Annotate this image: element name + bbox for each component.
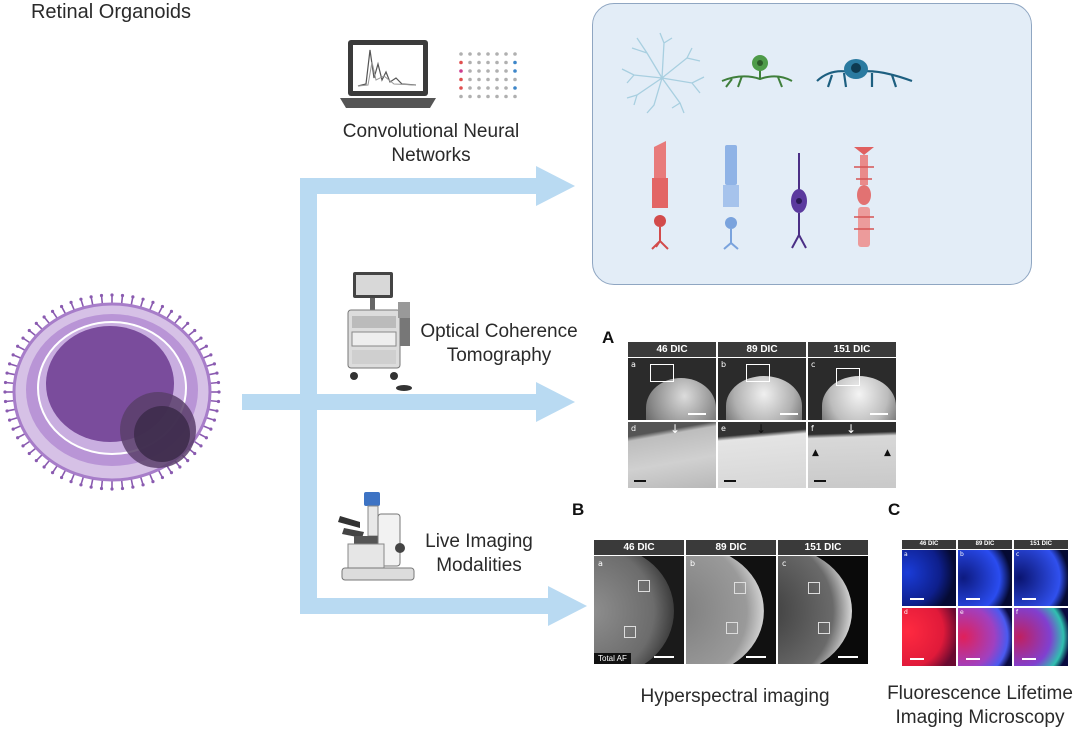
flim-header-89: 89 DIC [958, 540, 1012, 549]
flim-image-b: b [958, 550, 1012, 606]
cone-photoreceptor-icon [651, 141, 669, 250]
live-imaging-label: Live Imaging Modalities [425, 531, 533, 576]
retinal-organoid-icon [3, 293, 221, 491]
flim-panel: 46 DIC 89 DIC 151 DIC a b c d e f [902, 540, 1068, 668]
hs-header-89: 89 DIC [686, 540, 776, 555]
flim-image-d: d [902, 608, 956, 666]
panel-a-letter: A [602, 328, 615, 347]
panel-c-letter: C [888, 500, 901, 519]
hs-image-c: c [778, 556, 868, 664]
hs-header-46: 46 DIC [594, 540, 684, 555]
oct-header-151: 151 DIC [808, 342, 896, 357]
hs-image-b: b [686, 556, 776, 664]
hs-image-a: a Total AF [594, 556, 684, 664]
oct-image-c: c [808, 358, 896, 420]
rod-photoreceptor-icon [723, 145, 739, 250]
flim-image-a: a [902, 550, 956, 606]
retinal-organoids-label: Retinal Organoids [30, 1, 192, 23]
hs-header-151: 151 DIC [778, 540, 868, 555]
oct-label: Optical Coherence Tomography [420, 321, 578, 366]
oct-header-46: 46 DIC [628, 342, 716, 357]
oct-zoom-f: f ↓ ▲ ▲ [808, 422, 896, 488]
photoreceptor-red-icon [854, 147, 874, 247]
flim-header-151: 151 DIC [1014, 540, 1068, 549]
total-af-label: Total AF [594, 653, 631, 664]
oct-image-b: b [718, 358, 806, 420]
cnn-label: Convolutional Neural Networks [342, 121, 520, 166]
hyperspectral-label: Hyperspectral imaging [640, 686, 830, 707]
oct-zoom-e: e ↓ [718, 422, 806, 488]
microscope-icon [338, 492, 415, 581]
flim-image-c: c [1014, 550, 1068, 606]
hyperspectral-panel: 46 DIC 89 DIC 151 DIC a Total AF b c [594, 540, 884, 666]
flim-header-46: 46 DIC [902, 540, 956, 549]
oct-panel: 46 DIC 89 DIC 151 DIC a b c d ↓ e ↓ f ↓ … [628, 342, 1084, 490]
flim-label: Fluorescence Lifetime Imaging Microscopy [887, 683, 1073, 728]
astrocyte-icon [621, 32, 705, 114]
flim-image-e: e [958, 608, 1012, 666]
oct-header-89: 89 DIC [718, 342, 806, 357]
neural-network-grid-icon [459, 52, 517, 99]
oct-machine-icon [347, 272, 412, 391]
oct-zoom-d: d ↓ [628, 422, 716, 488]
flim-image-f: f [1014, 608, 1068, 666]
laptop-chart-icon [340, 40, 436, 108]
bipolar-cell-icon [791, 153, 807, 249]
oct-image-a: a [628, 358, 716, 420]
panel-b-letter: B [572, 500, 585, 519]
retinal-cell-illustrations [621, 32, 913, 250]
